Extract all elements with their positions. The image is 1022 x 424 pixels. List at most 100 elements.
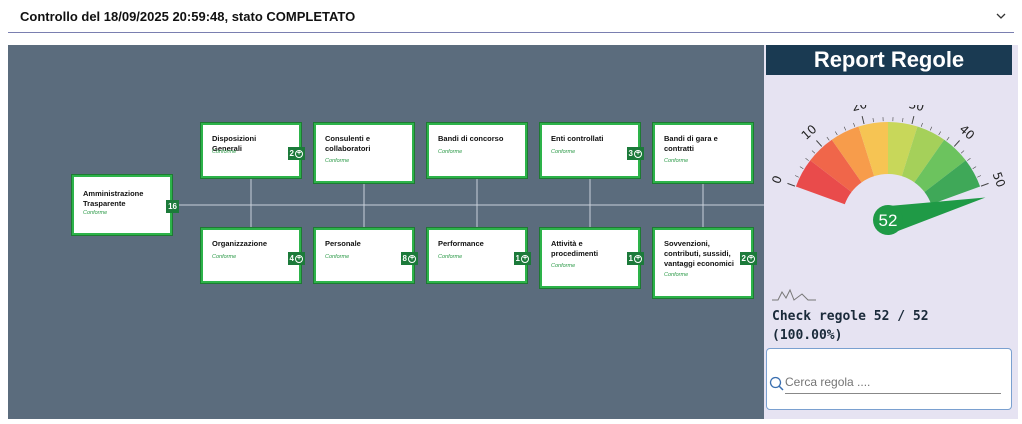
gauge-band (858, 122, 888, 177)
gauge-tick-label: 0 (769, 174, 785, 186)
gauge-tick (811, 150, 816, 154)
tree-connectors (172, 178, 764, 228)
node-count-badge[interactable]: 16 (166, 200, 179, 213)
node-status: Conforme (664, 272, 689, 278)
plus-circle-icon[interactable]: + (634, 254, 642, 263)
node-status: Conforme (551, 263, 576, 269)
tree-node-bottom-2[interactable]: Personale Conforme 8+ (314, 228, 418, 283)
check-count: Check regole 52 / 52 (772, 309, 929, 324)
gauge-tick (805, 158, 809, 161)
gauge-tick (953, 140, 960, 147)
gauge-band (888, 122, 918, 177)
tree-node-bottom-1[interactable]: Organizzazione Conforme 4+ (201, 228, 305, 283)
node-status: Conforme (325, 254, 350, 260)
node-count-badge[interactable]: 1+ (626, 252, 644, 265)
tree-node-bottom-4[interactable]: Attività e procedimenti Conforme 1+ (540, 228, 644, 288)
node-count-badge[interactable]: 1+ (513, 252, 531, 265)
tree-node-bottom-5[interactable]: Sovvenzioni, contributi, sussidi, vantag… (653, 228, 757, 298)
plus-circle-icon[interactable]: + (521, 254, 529, 263)
gauge-tick-label: 10 (799, 122, 820, 143)
gauge-tick (980, 182, 989, 187)
tree-node-top-5[interactable]: Bandi di gara e contratti Conforme (653, 123, 753, 183)
gauge-tick (816, 140, 823, 147)
gauge-tick (920, 122, 923, 127)
gauge-band (914, 139, 966, 192)
rule-search-box (766, 348, 1012, 410)
report-title: Report Regole (766, 45, 1012, 75)
check-title: Controllo del 18/09/2025 20:59:48, stato… (20, 9, 356, 24)
node-count-badge[interactable]: 3+ (626, 147, 644, 160)
node-title: Personale (325, 239, 361, 248)
node-count-badge[interactable]: 8+ (400, 252, 418, 265)
tree-node-top-3[interactable]: Bandi di concorso Conforme (427, 123, 527, 178)
plus-circle-icon[interactable]: + (295, 149, 303, 158)
node-title: Amministrazione Trasparente (83, 189, 144, 208)
gauge-tick-label: 30 (907, 105, 925, 114)
node-title: Disposizioni Generali (212, 134, 257, 153)
plus-circle-icon[interactable]: + (408, 254, 416, 263)
search-input[interactable] (785, 370, 1001, 394)
gauge-band (924, 160, 981, 205)
node-title: Attività e procedimenti (551, 239, 599, 258)
tree-node-root[interactable]: Amministrazione Trasparente Conforme 16 (72, 175, 179, 235)
gauge-needle (884, 197, 986, 234)
gauge-tick-label: 50 (990, 170, 1008, 189)
gauge-tick (861, 116, 865, 125)
gauge-tick (977, 175, 982, 178)
plus-circle-icon[interactable]: + (747, 254, 755, 263)
node-status: Conforme (212, 149, 237, 155)
gauge-hub (873, 205, 903, 235)
plus-circle-icon[interactable]: + (634, 149, 642, 158)
node-status: Conforme (438, 254, 463, 260)
search-icon[interactable] (769, 376, 785, 392)
gauge-tick (843, 126, 847, 131)
tree-node-top-4[interactable]: Enti controllati Conforme 3+ (540, 123, 644, 178)
node-count-badge[interactable]: 2+ (739, 252, 757, 265)
gauge-tick (826, 136, 830, 141)
node-title: Bandi di concorso (438, 134, 504, 143)
node-title: Consulenti e collaboratori (325, 134, 371, 153)
gauge-tick-marks (787, 116, 989, 187)
plus-circle-icon[interactable]: + (295, 254, 303, 263)
node-count-badge[interactable]: 4+ (287, 252, 305, 265)
gauge-bands (795, 122, 981, 205)
gauge-band (810, 139, 862, 192)
activity-wave-icon (772, 288, 816, 301)
node-title: Enti controllati (551, 134, 604, 143)
node-status: Conforme (325, 158, 350, 164)
check-header[interactable]: Controllo del 18/09/2025 20:59:48, stato… (8, 0, 1014, 33)
tree-node-bottom-3[interactable]: Performance Conforme 1+ (427, 228, 531, 283)
gauge-band (795, 160, 852, 205)
node-title: Sovvenzioni, contributi, sussidi, vantag… (664, 239, 735, 268)
gauge-tick (929, 126, 933, 131)
node-status: Conforme (551, 149, 576, 155)
gauge-tick (853, 122, 856, 127)
rules-check-summary: Check regole 52 / 52 (100.00%) (772, 307, 929, 345)
rules-tree-canvas[interactable]: Amministrazione Trasparente Conforme 16 … (8, 45, 764, 419)
gauge-tick (902, 118, 904, 123)
gauge-tick (835, 131, 838, 136)
gauge-tick (938, 131, 941, 136)
gauge-tick (967, 158, 971, 161)
check-percent: (100.00%) (772, 328, 843, 343)
chevron-down-icon[interactable] (994, 9, 1008, 23)
gauge-tick (787, 182, 796, 187)
gauge-tick (872, 118, 874, 123)
node-status: Conforme (83, 210, 108, 216)
gauge-tick (960, 150, 965, 154)
gauge-tick (972, 166, 977, 169)
node-title: Bandi di gara e contratti (664, 134, 718, 153)
node-status: Conforme (664, 158, 689, 164)
gauge-value-label: 52 (879, 211, 898, 230)
node-status: Conforme (438, 149, 463, 155)
tree-node-top-1[interactable]: Disposizioni Generali Conforme 2+ (201, 123, 305, 178)
gauge-band (901, 126, 945, 183)
tree-node-top-2[interactable]: Consulenti e collaboratori Conforme (314, 123, 414, 183)
node-count-badge[interactable]: 2+ (287, 147, 305, 160)
node-status: Conforme (212, 254, 237, 260)
gauge-tick-label: 40 (957, 122, 978, 143)
gauge-tick (794, 175, 799, 178)
node-title: Organizzazione (212, 239, 268, 248)
